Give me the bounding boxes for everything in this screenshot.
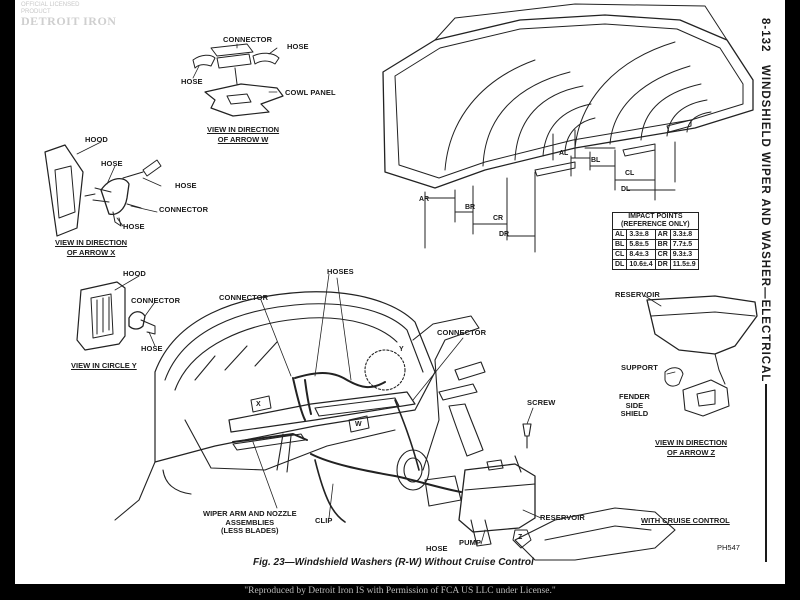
- label-cowl-panel: COWL PANEL: [285, 88, 336, 97]
- label-connector-main-right: CONNECTOR: [437, 328, 487, 337]
- dim-ar: AR: [419, 196, 430, 203]
- leader-lines: [76, 43, 676, 545]
- watermark-brand: DETROIT IRON: [21, 14, 117, 29]
- label-screw: SCREW: [527, 398, 556, 407]
- dim-bl: BL: [591, 157, 601, 164]
- label-hose-w-left: HOSE: [181, 77, 203, 86]
- callout-x: X: [256, 401, 261, 408]
- dim-al: AL: [559, 150, 569, 157]
- label-pump: PUMP: [459, 538, 482, 547]
- dim-dr: DR: [499, 231, 510, 238]
- callout-w: W: [355, 421, 362, 428]
- callout-z: Z: [518, 534, 523, 541]
- label-hose-x-2: HOSE: [175, 181, 197, 190]
- label-reservoir-main: RESERVOIR: [540, 513, 585, 522]
- label-wiper-arm-assemblies: WIPER ARM AND NOZZLE ASSEMBLIES (LESS BL…: [203, 509, 297, 536]
- figure-caption: Fig. 23—Windshield Washers (R-W) Without…: [253, 557, 534, 568]
- manual-page: OFFICIAL LICENSED PRODUCT DETROIT IRON: [15, 0, 785, 584]
- label-hose-x-1: HOSE: [101, 159, 123, 168]
- license-footer: "Reproduced by Detroit Iron IS with Perm…: [244, 586, 556, 596]
- label-hose-pump: HOSE: [426, 544, 448, 553]
- label-connector-y: CONNECTOR: [131, 296, 181, 305]
- label-clip: CLIP: [315, 516, 333, 525]
- label-hood-y: HOOD: [123, 269, 146, 278]
- callout-y: Y: [399, 346, 404, 353]
- label-support: SUPPORT: [621, 363, 658, 372]
- label-hose-y: HOSE: [141, 344, 163, 353]
- hood-view-y-drawing: [76, 281, 156, 351]
- section-rule: [765, 384, 767, 562]
- section-title-text: WINDSHIELD WIPER AND WASHER—ELECTRICAL: [759, 65, 771, 383]
- label-connector-x: CONNECTOR: [159, 205, 209, 214]
- dim-cr: CR: [493, 215, 504, 222]
- windshield-drawing: [382, 3, 754, 253]
- view-arrow-z: VIEW IN DIRECTION OF ARROW Z: [655, 438, 728, 458]
- cowl-panel-view-drawing: [192, 43, 284, 117]
- label-hoses: HOSES: [327, 267, 354, 276]
- view-arrow-w: VIEW IN DIRECTION OF ARROW W: [207, 125, 280, 145]
- label-fender-side-shield: FENDER SIDE SHIELD: [619, 392, 650, 419]
- label-connector-main-left: CONNECTOR: [219, 293, 269, 302]
- view-arrow-x: VIEW IN DIRECTION OF ARROW X: [55, 238, 128, 258]
- label-hose-x-3: HOSE: [123, 222, 145, 231]
- callout-symbols: [250, 395, 532, 549]
- label-hose-w-right: HOSE: [287, 42, 309, 51]
- dim-br: BR: [465, 204, 476, 211]
- label-reservoir-z: RESERVOIR: [615, 290, 660, 299]
- view-with-cruise-control: WITH CRUISE CONTROL: [641, 516, 730, 525]
- section-title: 8-132 WINDSHIELD WIPER AND WASHER—ELECTR…: [759, 18, 771, 382]
- diagram-artwork: [44, 3, 758, 561]
- impact-table-header: IMPACT POINTS (REFERENCE ONLY): [612, 212, 699, 230]
- label-hood-x: HOOD: [85, 135, 108, 144]
- engine-compartment-drawing: [114, 291, 676, 561]
- page-number: 8-132: [759, 18, 771, 53]
- reservoir-view-z-drawing: [646, 295, 758, 417]
- dim-dl: DL: [621, 186, 631, 193]
- watermark-logo: OFFICIAL LICENSED PRODUCT DETROIT IRON: [21, 2, 117, 29]
- hood-view-x-drawing: [44, 144, 162, 237]
- label-connector-w: CONNECTOR: [223, 35, 273, 44]
- dim-cl: CL: [625, 170, 635, 177]
- view-circle-y: VIEW IN CIRCLE Y: [71, 361, 137, 370]
- figure-id: PH547: [717, 543, 740, 552]
